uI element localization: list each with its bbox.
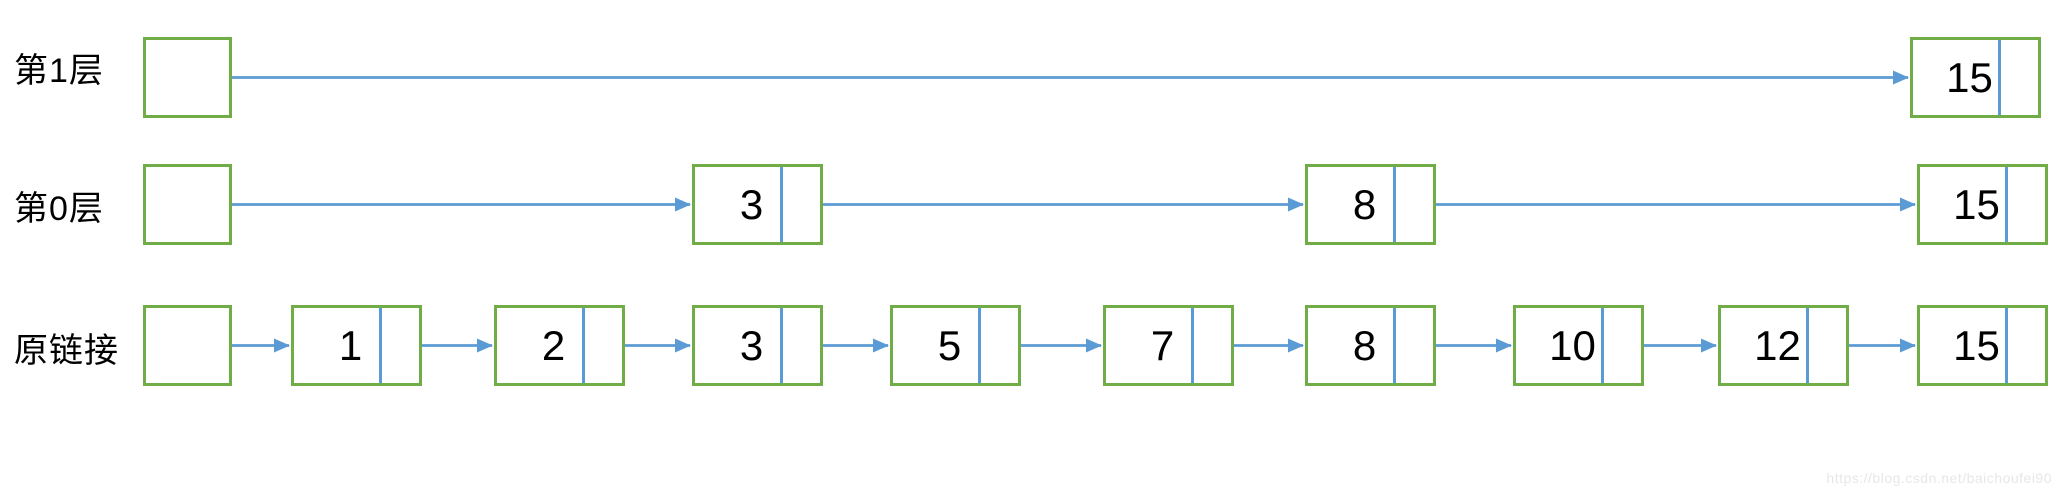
row-label: 第1层	[14, 52, 104, 90]
node-value: 10	[1549, 321, 1596, 369]
pointer-divider	[1393, 167, 1396, 242]
list-node: 10	[1513, 305, 1644, 386]
pointer-divider	[582, 308, 585, 383]
node-value: 3	[739, 321, 764, 369]
list-node: 15	[1917, 305, 2048, 386]
node-value: 12	[1754, 321, 1801, 369]
node-value: 15	[1953, 180, 2000, 228]
node-value: 15	[1946, 53, 1993, 101]
head-node	[143, 37, 232, 118]
row-label: 原链接	[14, 332, 119, 370]
pointer-divider	[780, 167, 783, 242]
list-node: 3	[692, 164, 823, 245]
pointer-divider	[2005, 167, 2008, 242]
head-node	[143, 305, 232, 386]
node-value: 5	[937, 321, 962, 369]
list-node: 15	[1910, 37, 2041, 118]
node-value: 8	[1352, 180, 1377, 228]
node-value: 2	[541, 321, 566, 369]
head-node	[143, 164, 232, 245]
pointer-divider	[2005, 308, 2008, 383]
list-node: 5	[890, 305, 1021, 386]
pointer-divider	[1998, 40, 2001, 115]
list-node: 7	[1103, 305, 1234, 386]
list-node: 8	[1305, 164, 1436, 245]
node-value: 3	[739, 180, 764, 228]
list-node: 1	[291, 305, 422, 386]
pointer-divider	[978, 308, 981, 383]
pointer-divider	[780, 308, 783, 383]
node-value: 7	[1150, 321, 1175, 369]
list-node: 12	[1718, 305, 1849, 386]
node-value: 8	[1352, 321, 1377, 369]
pointer-divider	[1393, 308, 1396, 383]
watermark-url: https://blog.csdn.net/baichoufei90	[1826, 470, 2052, 486]
node-value: 1	[338, 321, 363, 369]
pointer-divider	[1191, 308, 1194, 383]
row-label: 第0层	[14, 190, 104, 228]
pointer-divider	[379, 308, 382, 383]
list-node: 3	[692, 305, 823, 386]
node-value: 15	[1953, 321, 2000, 369]
list-node: 15	[1917, 164, 2048, 245]
list-node: 2	[494, 305, 625, 386]
pointer-divider	[1806, 308, 1809, 383]
list-node: 8	[1305, 305, 1436, 386]
pointer-divider	[1601, 308, 1604, 383]
